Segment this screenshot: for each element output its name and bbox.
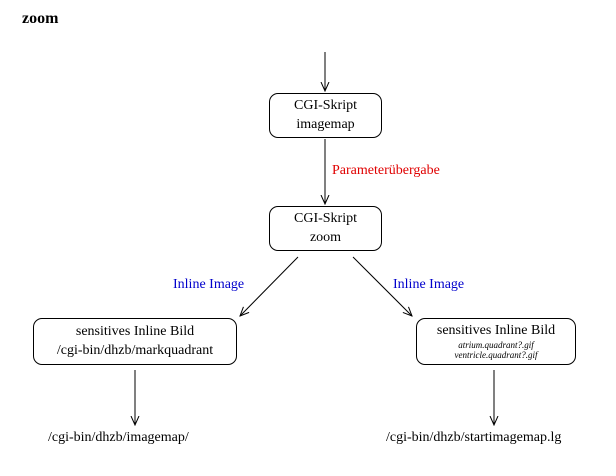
node-left-line1: sensitives Inline Bild xyxy=(75,323,195,339)
node-left-line2: /cgi-bin/dhzb/markquadrant xyxy=(56,342,214,358)
node-zoom-line1: CGI-Skript xyxy=(294,210,357,226)
node-cgi-zoom: CGI-Skript zoom xyxy=(269,206,382,251)
node-markquadrant: sensitives Inline Bild /cgi-bin/dhzb/mar… xyxy=(33,318,237,365)
node-cgi-imagemap: CGI-Skript imagemap xyxy=(269,93,382,138)
inline-right-label: Inline Image xyxy=(393,277,465,292)
node-right-file2: ventricle.quadrant?.gif xyxy=(454,349,538,360)
inline-left-label: Inline Image xyxy=(173,277,245,292)
inline-right-arrow xyxy=(352,256,412,316)
param-label: Parameterübergabe xyxy=(332,163,440,178)
node-inline-files: sensitives Inline Bild atrium.quadrant?.… xyxy=(416,318,576,365)
endpoint-right: /cgi-bin/dhzb/startimagemap.lg xyxy=(386,430,562,445)
node-imagemap-line2: imagemap xyxy=(296,116,355,132)
node-imagemap-line1: CGI-Skript xyxy=(294,97,357,113)
node-zoom-line2: zoom xyxy=(309,229,342,245)
node-right-line1: sensitives Inline Bild xyxy=(436,323,556,339)
node-right-file1: atrium.quadrant?.gif xyxy=(458,340,534,351)
diagram-title: zoom xyxy=(22,10,59,27)
endpoint-left: /cgi-bin/dhzb/imagemap/ xyxy=(48,430,189,445)
inline-left-arrow xyxy=(240,256,299,316)
